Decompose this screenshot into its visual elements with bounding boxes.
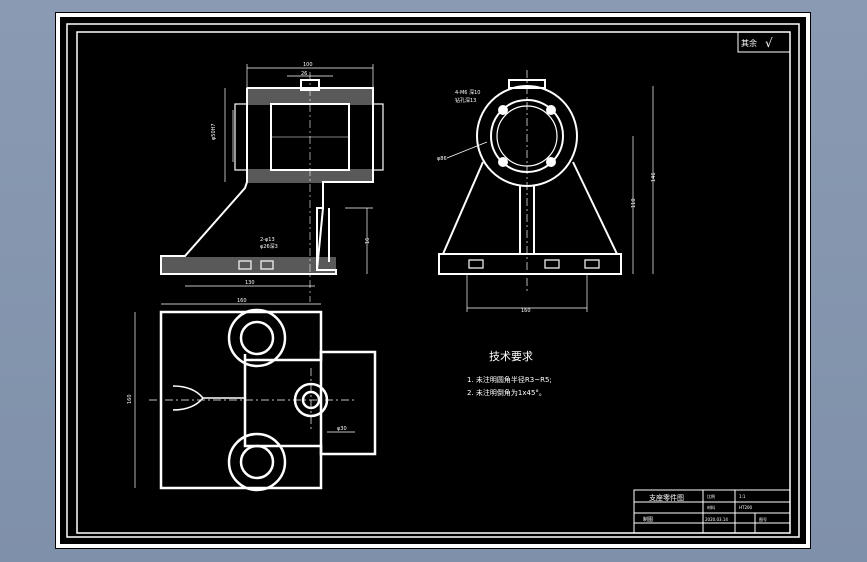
top-dimensions xyxy=(134,303,355,488)
svg-text:其余: 其余 xyxy=(741,38,757,48)
front-section-view xyxy=(160,72,384,302)
title-block-material-label: 材料 xyxy=(707,504,715,510)
roughness-symbol: √ xyxy=(765,36,773,50)
svg-text:160: 160 xyxy=(521,308,531,314)
drawing-sheet[interactable]: 其余 √ xyxy=(55,12,811,549)
roughness-note: 其余 √ xyxy=(737,31,791,53)
svg-text:16: 16 xyxy=(365,238,371,244)
tech-note-2: 2. 未注明倒角为1x45°。 xyxy=(467,388,546,397)
svg-text:130: 130 xyxy=(245,280,255,286)
drawing-canvas[interactable]: 其余 √ xyxy=(55,12,811,549)
svg-text:φ26深3: φ26深3 xyxy=(260,243,278,250)
title-block-scale-label: 比例 xyxy=(707,493,715,499)
side-dim-text: 146 110 160 φ86 4-M6 深10 钻孔深13 xyxy=(437,89,657,314)
svg-text:110: 110 xyxy=(631,198,637,208)
svg-text:φ50H7: φ50H7 xyxy=(211,123,217,140)
inner-frame xyxy=(66,23,800,538)
title-block-date: 2020.03.14 xyxy=(705,517,728,522)
svg-text:φ86: φ86 xyxy=(437,156,447,162)
svg-text:100: 100 xyxy=(303,62,313,68)
svg-text:4-M6 深10: 4-M6 深10 xyxy=(455,89,480,96)
outer-frame xyxy=(56,13,810,548)
title-block-scale-value: 1:1 xyxy=(739,494,746,499)
svg-text:φ30: φ30 xyxy=(337,426,347,432)
title-block-sheet-label: 图号 xyxy=(759,516,767,522)
tech-note-1: 1. 未注明圆角半径R3~R5; xyxy=(467,375,552,384)
front-dim-text: 100 26 φ50H7 130 2-φ13 φ26深3 16 xyxy=(211,62,371,286)
svg-text:160: 160 xyxy=(127,394,133,404)
svg-text:160: 160 xyxy=(237,298,247,304)
title-block-material-value: HT200 xyxy=(739,505,753,510)
svg-text:2-φ13: 2-φ13 xyxy=(260,237,275,243)
title-block-name: 支座零件图 xyxy=(649,493,684,502)
title-block xyxy=(633,489,791,534)
tech-requirements-title: 技术要求 xyxy=(489,350,533,363)
svg-text:146: 146 xyxy=(651,172,657,182)
front-dimensions xyxy=(185,64,374,287)
side-dimensions xyxy=(446,70,654,312)
svg-text:26: 26 xyxy=(301,71,307,77)
drawing-border xyxy=(76,31,791,534)
svg-text:钻孔深13: 钻孔深13 xyxy=(455,97,476,104)
side-view xyxy=(438,79,622,275)
title-block-drafter: 制图 xyxy=(643,516,653,523)
top-dim-text: 160 160 φ30 xyxy=(127,298,347,432)
